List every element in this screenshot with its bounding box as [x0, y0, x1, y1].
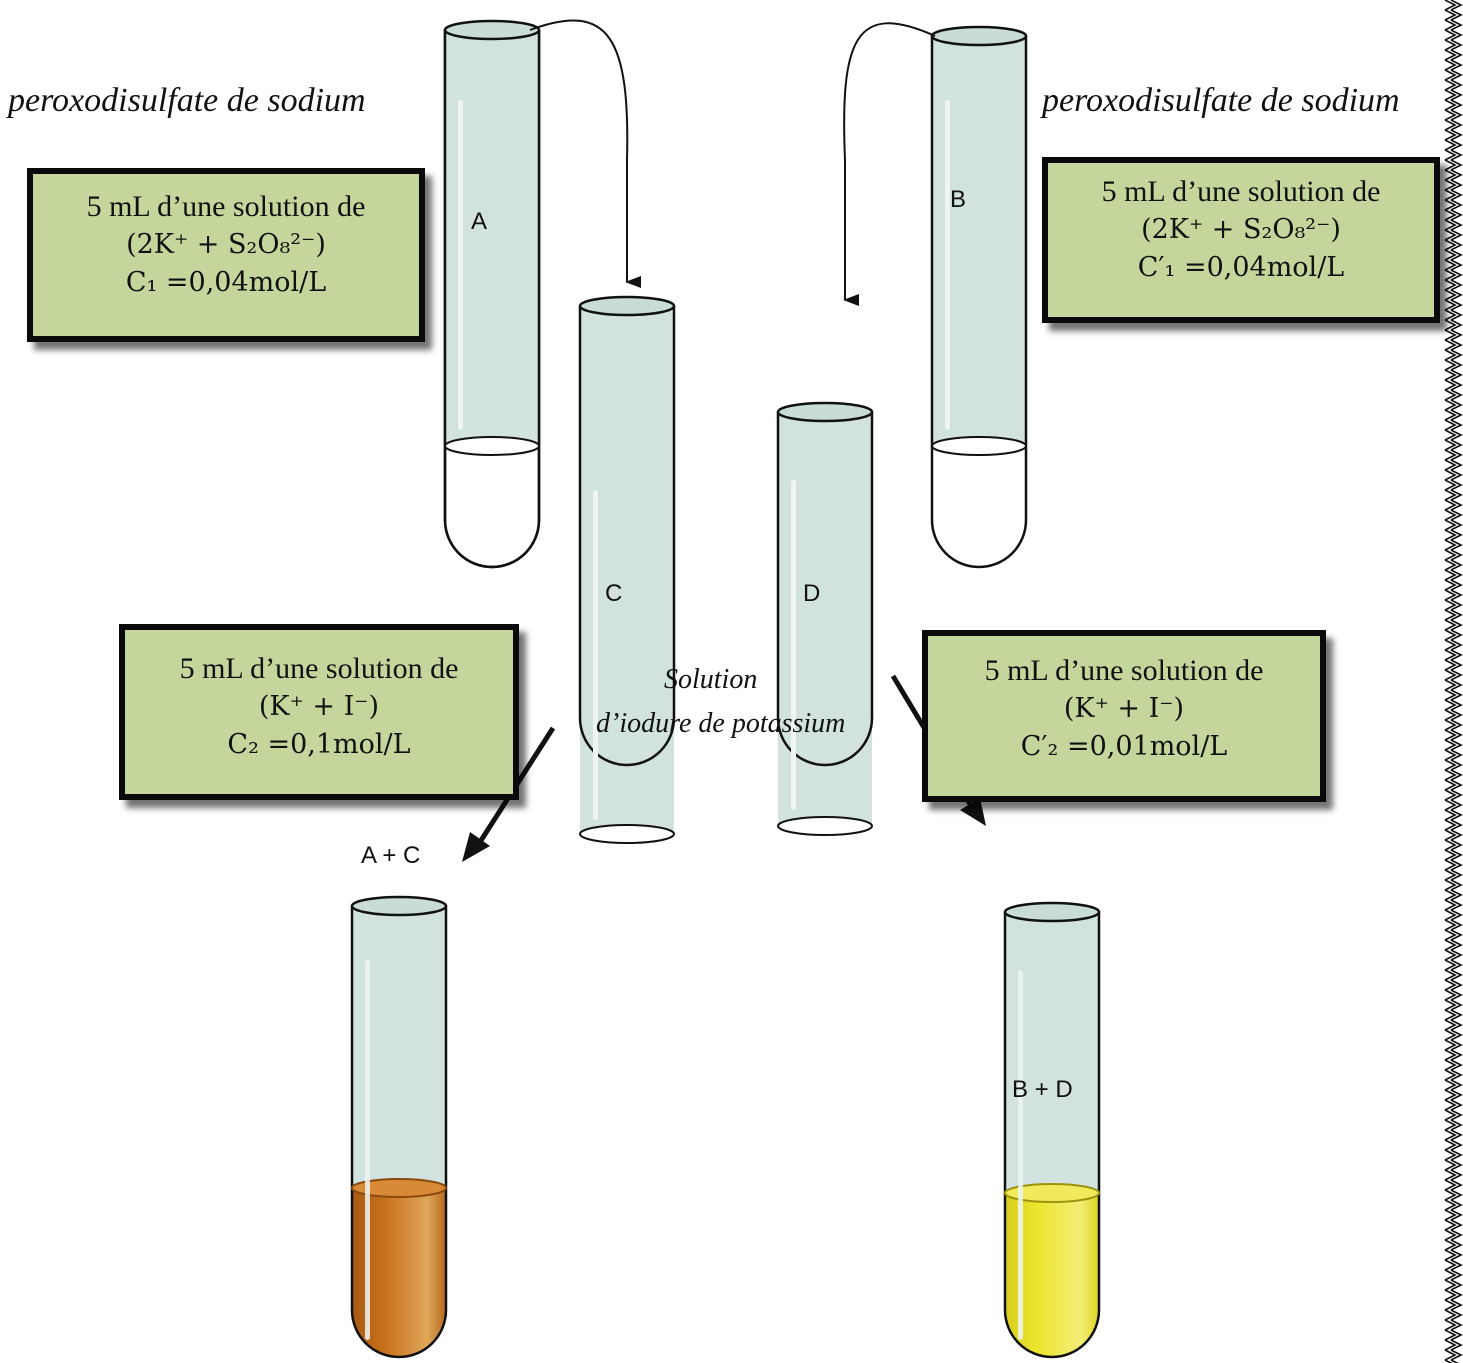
test-tube-a [443, 19, 541, 569]
page-border [1441, 0, 1463, 1363]
mix-arrow-right [890, 674, 986, 826]
test-tube-c [578, 295, 676, 844]
test-tube-b [930, 25, 1028, 569]
test-tube-d [776, 401, 874, 836]
test-tube-b-plus-d [1003, 901, 1101, 1359]
pour-arrow-a-to-c [529, 19, 641, 288]
pour-arrow-b-to-d [843, 22, 936, 306]
mix-arrow-left [462, 726, 556, 862]
test-tube-a-plus-c [350, 895, 448, 1359]
